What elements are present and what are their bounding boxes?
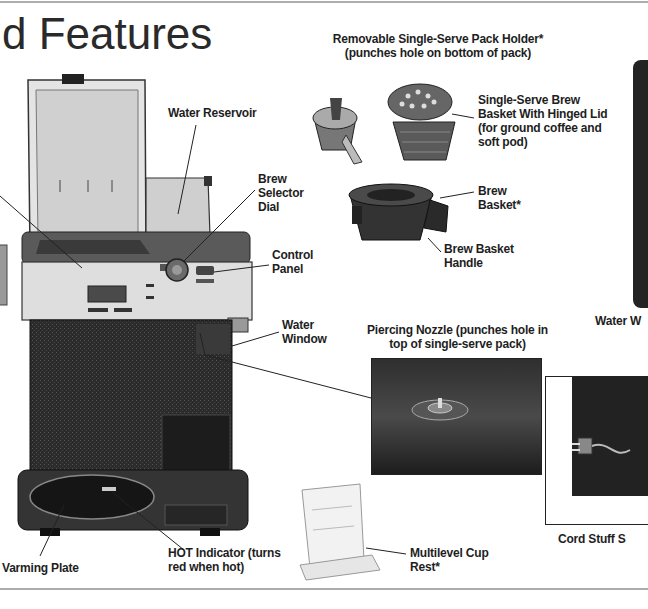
coffee-maker-part xyxy=(196,266,214,275)
single-serve-basket-part xyxy=(404,152,446,153)
single-serve-basket-part xyxy=(402,142,448,143)
coffee-maker-part xyxy=(196,279,214,283)
coffee-maker-part xyxy=(200,528,220,536)
cup-rest xyxy=(300,484,380,580)
coffee-maker-part xyxy=(146,284,154,287)
coffee-maker-part xyxy=(88,308,108,312)
part-label: Removable Single-Serve Pack Holder* (pun… xyxy=(306,32,570,60)
inset-box: Cord Stuff S xyxy=(545,376,648,525)
leader-line-part xyxy=(178,125,196,214)
part-label: Control Panel xyxy=(272,248,334,276)
pack-holder xyxy=(313,98,362,164)
single-serve-basket-part xyxy=(410,104,415,109)
single-serve-basket xyxy=(388,84,455,160)
page-title: d Features xyxy=(2,12,212,56)
part-label: Water Reservoir xyxy=(168,106,278,120)
coffee-maker-part xyxy=(112,180,113,192)
carafe-edge-part xyxy=(0,245,7,305)
leader-line-part xyxy=(440,192,474,198)
part-label: HOT Indicator (turns red when hot) xyxy=(168,546,292,574)
part-label: Water Window xyxy=(282,318,344,346)
coffee-maker-part xyxy=(204,176,212,186)
single-serve-basket-part xyxy=(426,94,431,99)
leader-line-part xyxy=(214,265,269,272)
cord-picture xyxy=(572,376,648,496)
frame-part xyxy=(0,2,648,589)
part-label: Brew Selector Dial xyxy=(258,172,322,214)
single-serve-basket-part xyxy=(393,122,455,160)
part-label: Piercing Nozzle (punches hole in top of … xyxy=(362,323,553,351)
cord-picture-part xyxy=(578,438,592,454)
coffee-maker-part xyxy=(36,90,138,238)
coffee-maker xyxy=(18,74,252,536)
nozzle-picture-part xyxy=(438,398,442,408)
coffee-maker-part xyxy=(28,80,146,250)
coffee-maker-part xyxy=(146,296,154,299)
brew-basket-part xyxy=(352,206,362,224)
part-label: Varming Plate xyxy=(2,561,112,575)
single-serve-basket-part xyxy=(400,132,450,133)
single-serve-basket-part xyxy=(416,90,421,95)
cord-picture-part xyxy=(572,449,580,451)
part-label: Brew Basket* xyxy=(478,184,544,212)
coffee-maker-part xyxy=(62,74,84,84)
part-label: Water W xyxy=(595,314,648,328)
coffee-maker-part xyxy=(18,470,248,530)
part-label: Cord Stuff S xyxy=(558,532,648,546)
part-label: Multilevel Cup Rest* xyxy=(410,546,502,574)
cup-rest-part xyxy=(302,484,364,568)
coffee-maker-part xyxy=(166,259,188,281)
coffee-maker-part xyxy=(165,505,227,525)
cup-rest-part xyxy=(300,555,380,580)
leader-line-part xyxy=(428,238,441,252)
coffee-maker-part xyxy=(88,180,89,192)
single-serve-basket-part xyxy=(432,100,437,105)
carafe-edge xyxy=(0,245,7,305)
brew-basket-part xyxy=(367,189,415,201)
leader-line-part xyxy=(232,332,279,346)
brew-basket-part xyxy=(349,184,433,206)
coffee-maker-part xyxy=(88,286,126,302)
coffee-maker-part xyxy=(30,475,154,519)
cord-picture-part xyxy=(592,445,630,453)
leader-line-part xyxy=(452,114,474,118)
coffee-maker-part xyxy=(172,265,182,275)
frame xyxy=(0,2,648,589)
coffee-maker-part xyxy=(146,178,210,236)
coffee-maker-part xyxy=(102,487,116,491)
nozzle-picture-part xyxy=(371,358,542,475)
single-serve-basket-part xyxy=(400,102,405,107)
cup-rest-part xyxy=(313,526,354,530)
cup-rest-part xyxy=(312,506,352,510)
nozzle-picture xyxy=(371,358,542,475)
brew-basket xyxy=(349,184,448,240)
leader-line-part xyxy=(366,548,406,554)
inset-box: Piercing Nozzle (punches hole in top of … xyxy=(371,358,542,475)
pack-holder-part xyxy=(330,98,342,120)
leader-line-part xyxy=(0,196,82,268)
cord-picture-part xyxy=(572,376,648,496)
leader-line-part xyxy=(40,505,64,556)
coffee-maker-part xyxy=(60,180,61,192)
coffee-maker-part xyxy=(114,308,132,312)
coffee-maker-part xyxy=(22,262,252,320)
single-serve-basket-part xyxy=(406,94,411,99)
brew-basket-part xyxy=(424,200,448,232)
pack-holder-part xyxy=(342,135,362,164)
cord-picture-part xyxy=(572,443,580,445)
leader-line-part xyxy=(183,190,255,262)
side-panel: Water W xyxy=(633,60,648,308)
part-label: Brew Basket Handle xyxy=(444,242,536,270)
coffee-maker-part xyxy=(22,232,250,264)
single-serve-basket-part xyxy=(388,84,452,120)
part-label: Single-Serve Brew Basket With Hinged Lid… xyxy=(478,93,610,150)
single-serve-basket-part xyxy=(422,104,427,109)
leader-line-part xyxy=(112,492,184,550)
